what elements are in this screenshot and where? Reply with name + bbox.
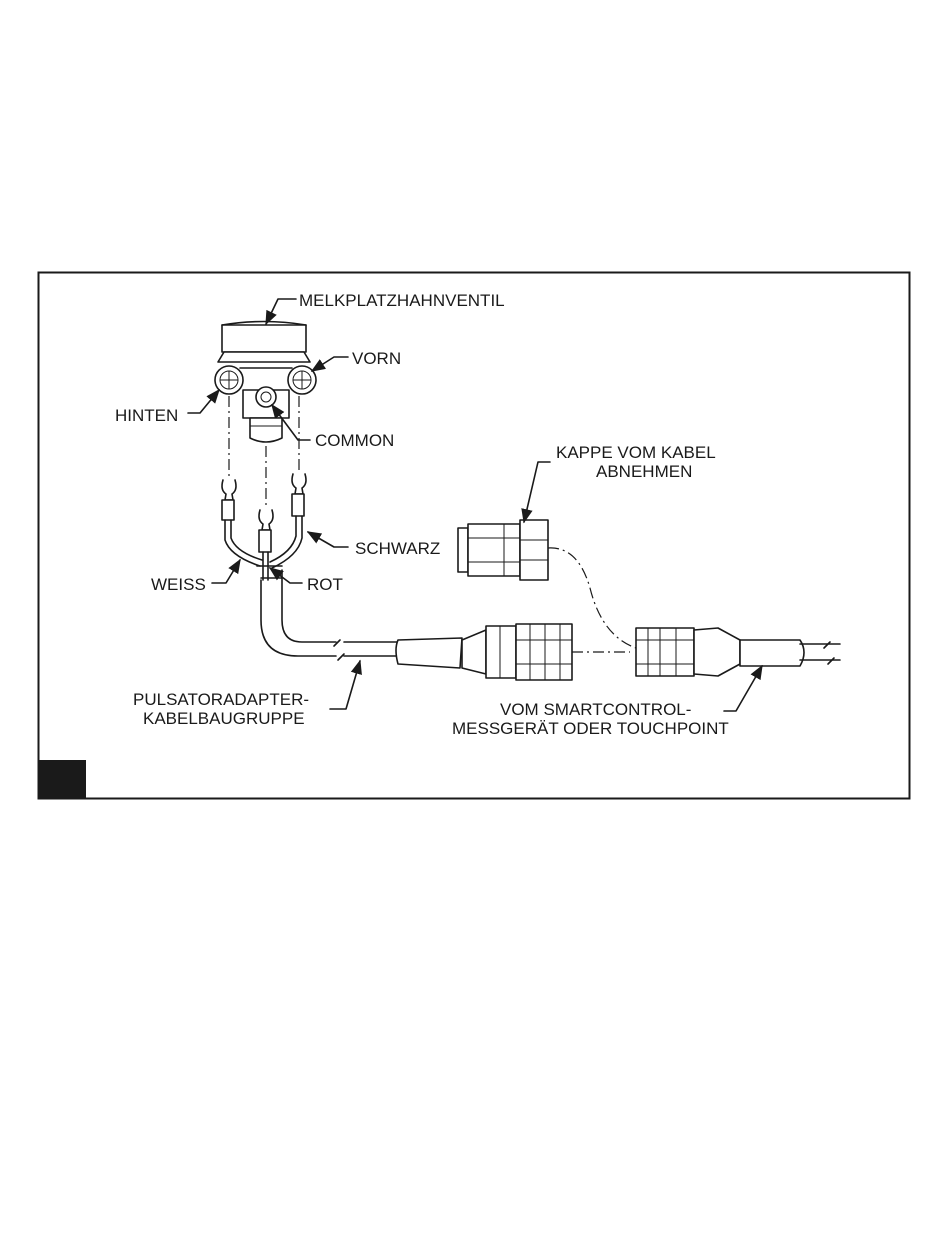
label-white: WEISS [151,575,206,594]
label-common: COMMON [315,431,394,450]
label-cap-line2: ABNEHMEN [596,462,692,481]
valve-drawing [215,322,316,507]
label-rear: HINTEN [115,406,178,425]
label-valve: MELKPLATZHAHNVENTIL [299,291,505,310]
label-cap-line1: KAPPE VOM KABEL [556,443,716,462]
label-source-line2: MESSGERÄT ODER TOUCHPOINT [452,719,729,738]
label-adapter-line1: PULSATORADAPTER- [133,690,309,709]
label-front: VORN [352,349,401,368]
label-black: SCHWARZ [355,539,440,558]
label-source-line1: VOM SMARTCONTROL- [500,700,691,719]
source-connector-drawing [636,628,840,676]
label-red: ROT [307,575,343,594]
figure-tab-marker [38,760,86,799]
label-adapter-line2: KABELBAUGRUPPE [143,709,305,728]
